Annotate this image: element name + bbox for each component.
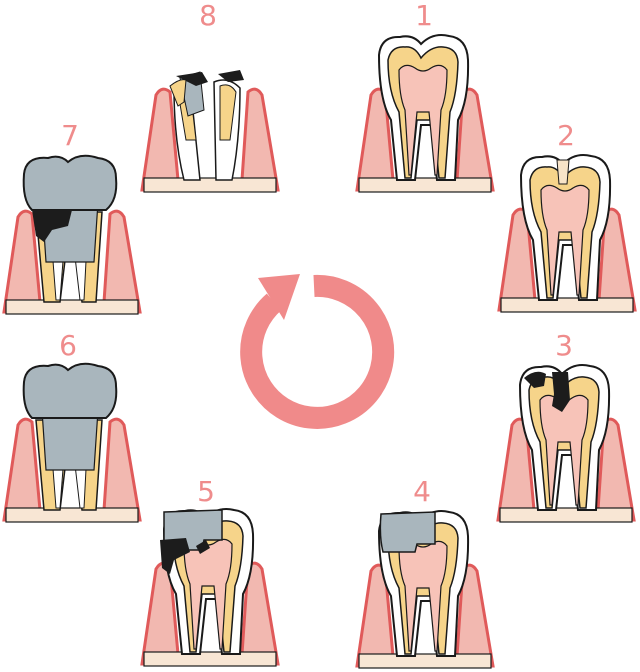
tooth-stage-7: [2, 154, 142, 315]
tooth-stage-1: [355, 34, 495, 193]
stage-label-3: 3: [555, 329, 573, 362]
tooth-stage-6: [2, 362, 142, 523]
cycle-arrow-icon: [240, 274, 395, 429]
tooth-stage-3: [496, 364, 636, 523]
stage-label-7: 7: [61, 119, 79, 152]
stage-label-2: 2: [557, 119, 575, 152]
tooth-stage-4: [355, 510, 495, 669]
stage-label-5: 5: [197, 475, 215, 508]
stage-label-4: 4: [413, 475, 431, 508]
tooth-stage-8: [140, 70, 280, 193]
stage-label-1: 1: [415, 0, 433, 32]
stage-label-6: 6: [59, 329, 77, 362]
tooth-stage-5: [140, 508, 280, 667]
tooth-stage-2: [497, 154, 637, 313]
stage-label-8: 8: [199, 0, 217, 32]
